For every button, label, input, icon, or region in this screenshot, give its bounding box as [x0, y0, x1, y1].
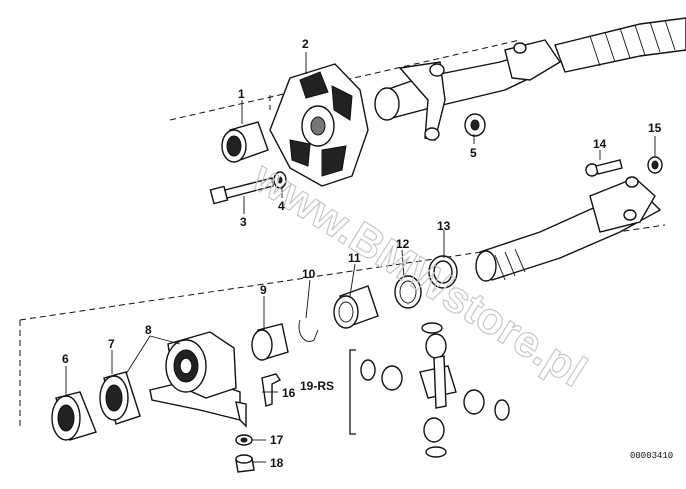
callout-7: 7	[108, 337, 115, 351]
nut	[464, 113, 486, 137]
rear-bolt-and-nut	[585, 156, 663, 177]
callout-19-rs: 19-RS	[300, 379, 334, 393]
callout-13: 13	[437, 219, 451, 233]
callout-4: 4	[278, 199, 285, 213]
callout-15: 15	[648, 121, 662, 135]
center-bearing-support	[149, 331, 282, 428]
flex-disc	[269, 63, 369, 187]
callout-8: 8	[145, 323, 152, 337]
callout-labels: 1 2 3 4 5 6 7 8 9 10 11 12 13 14 15 16 1…	[62, 37, 662, 470]
leader-lines	[65, 52, 656, 463]
front-propshaft	[374, 17, 686, 141]
washer-and-nut	[235, 434, 255, 473]
bearings	[51, 371, 141, 441]
watermark-text: www.BMWstore.pl	[244, 152, 595, 397]
universal-joint-kit	[349, 322, 510, 458]
callout-3: 3	[240, 215, 247, 229]
callout-9: 9	[260, 283, 267, 297]
bolt-and-washer	[209, 171, 287, 205]
callout-14: 14	[593, 137, 607, 151]
rear-propshaft	[475, 176, 662, 282]
callout-10: 10	[302, 267, 316, 281]
callout-1: 1	[238, 87, 245, 101]
rings-row	[251, 255, 458, 361]
callout-17: 17	[270, 433, 284, 447]
drawing-number: 00003410	[630, 451, 673, 461]
callout-6: 6	[62, 352, 69, 366]
callout-12: 12	[396, 237, 410, 251]
callout-5: 5	[470, 146, 477, 160]
callout-18: 18	[270, 456, 284, 470]
callout-16: 16	[282, 386, 296, 400]
callout-11: 11	[348, 251, 361, 265]
centering-sleeve	[221, 121, 269, 163]
callout-2: 2	[302, 37, 309, 51]
